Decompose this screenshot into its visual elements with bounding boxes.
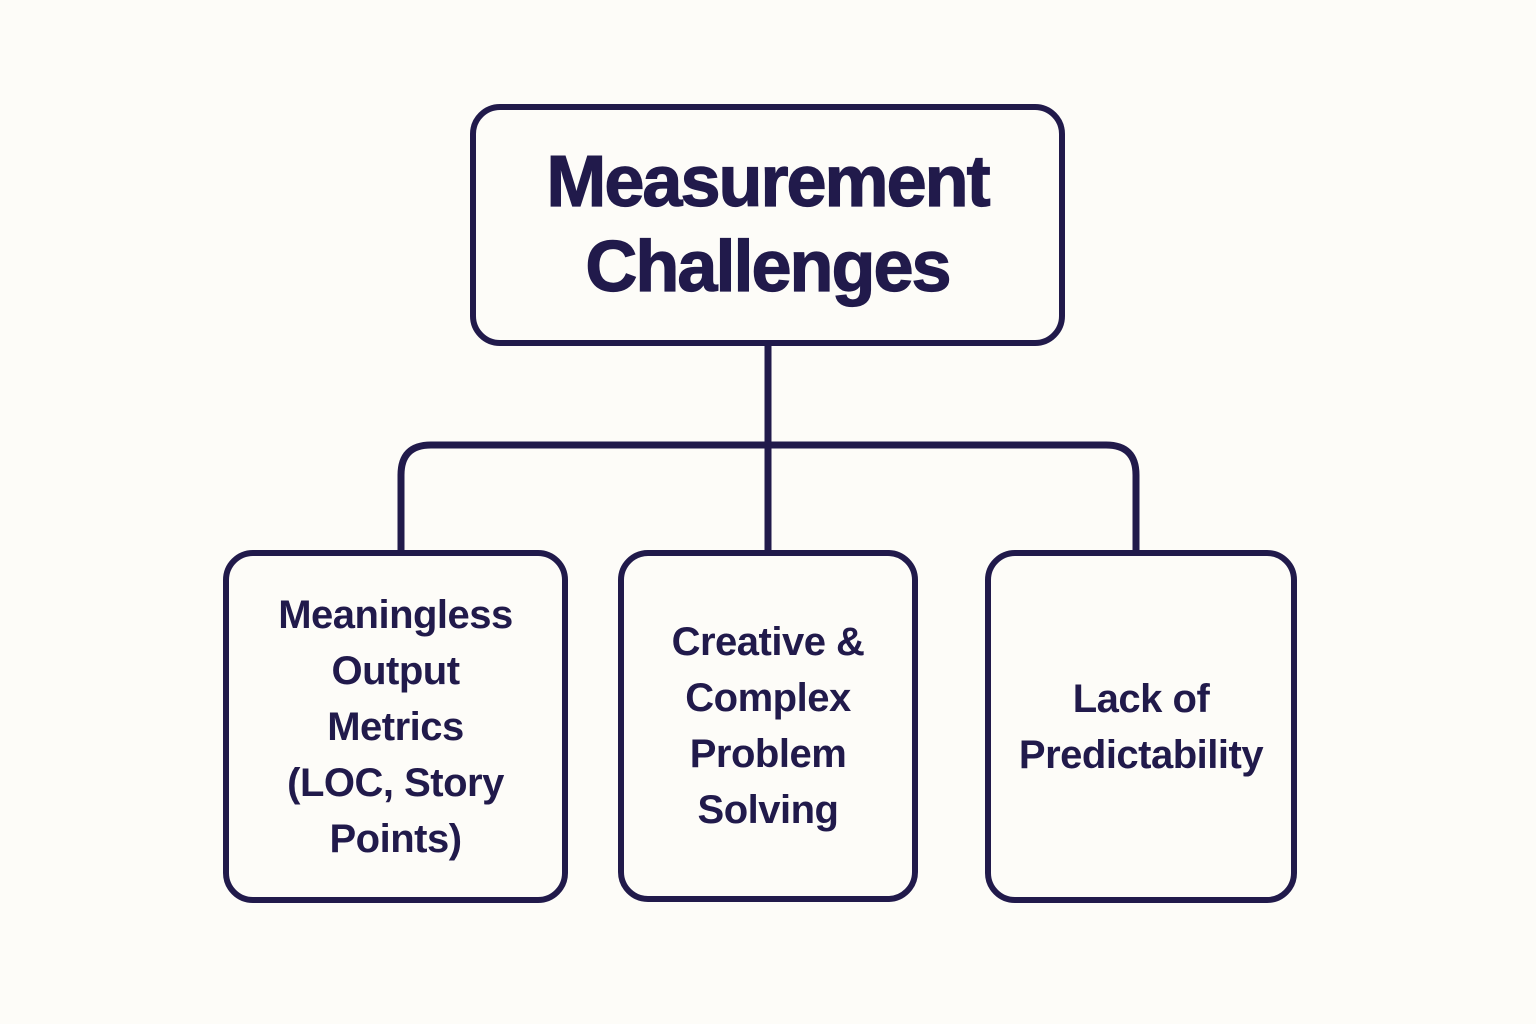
- node-measurement-challenges: Measurement Challenges: [470, 104, 1065, 346]
- node-lack-of-predictability: Lack of Predictability: [985, 550, 1297, 903]
- node-creative-complex-problem-solving-label: Creative & Complex Problem Solving: [671, 620, 865, 832]
- node-creative-complex-problem-solving: Creative & Complex Problem Solving: [618, 550, 918, 902]
- node-meaningless-output-metrics-label: Meaningless Output Metrics (LOC, Story P…: [278, 592, 513, 861]
- connector-branch-rail: [397, 441, 1140, 552]
- node-lack-of-predictability-label: Lack of Predictability: [1018, 676, 1264, 777]
- node-meaningless-output-metrics: Meaningless Output Metrics (LOC, Story P…: [223, 550, 568, 903]
- node-measurement-challenges-label: Measurement Challenges: [546, 141, 991, 307]
